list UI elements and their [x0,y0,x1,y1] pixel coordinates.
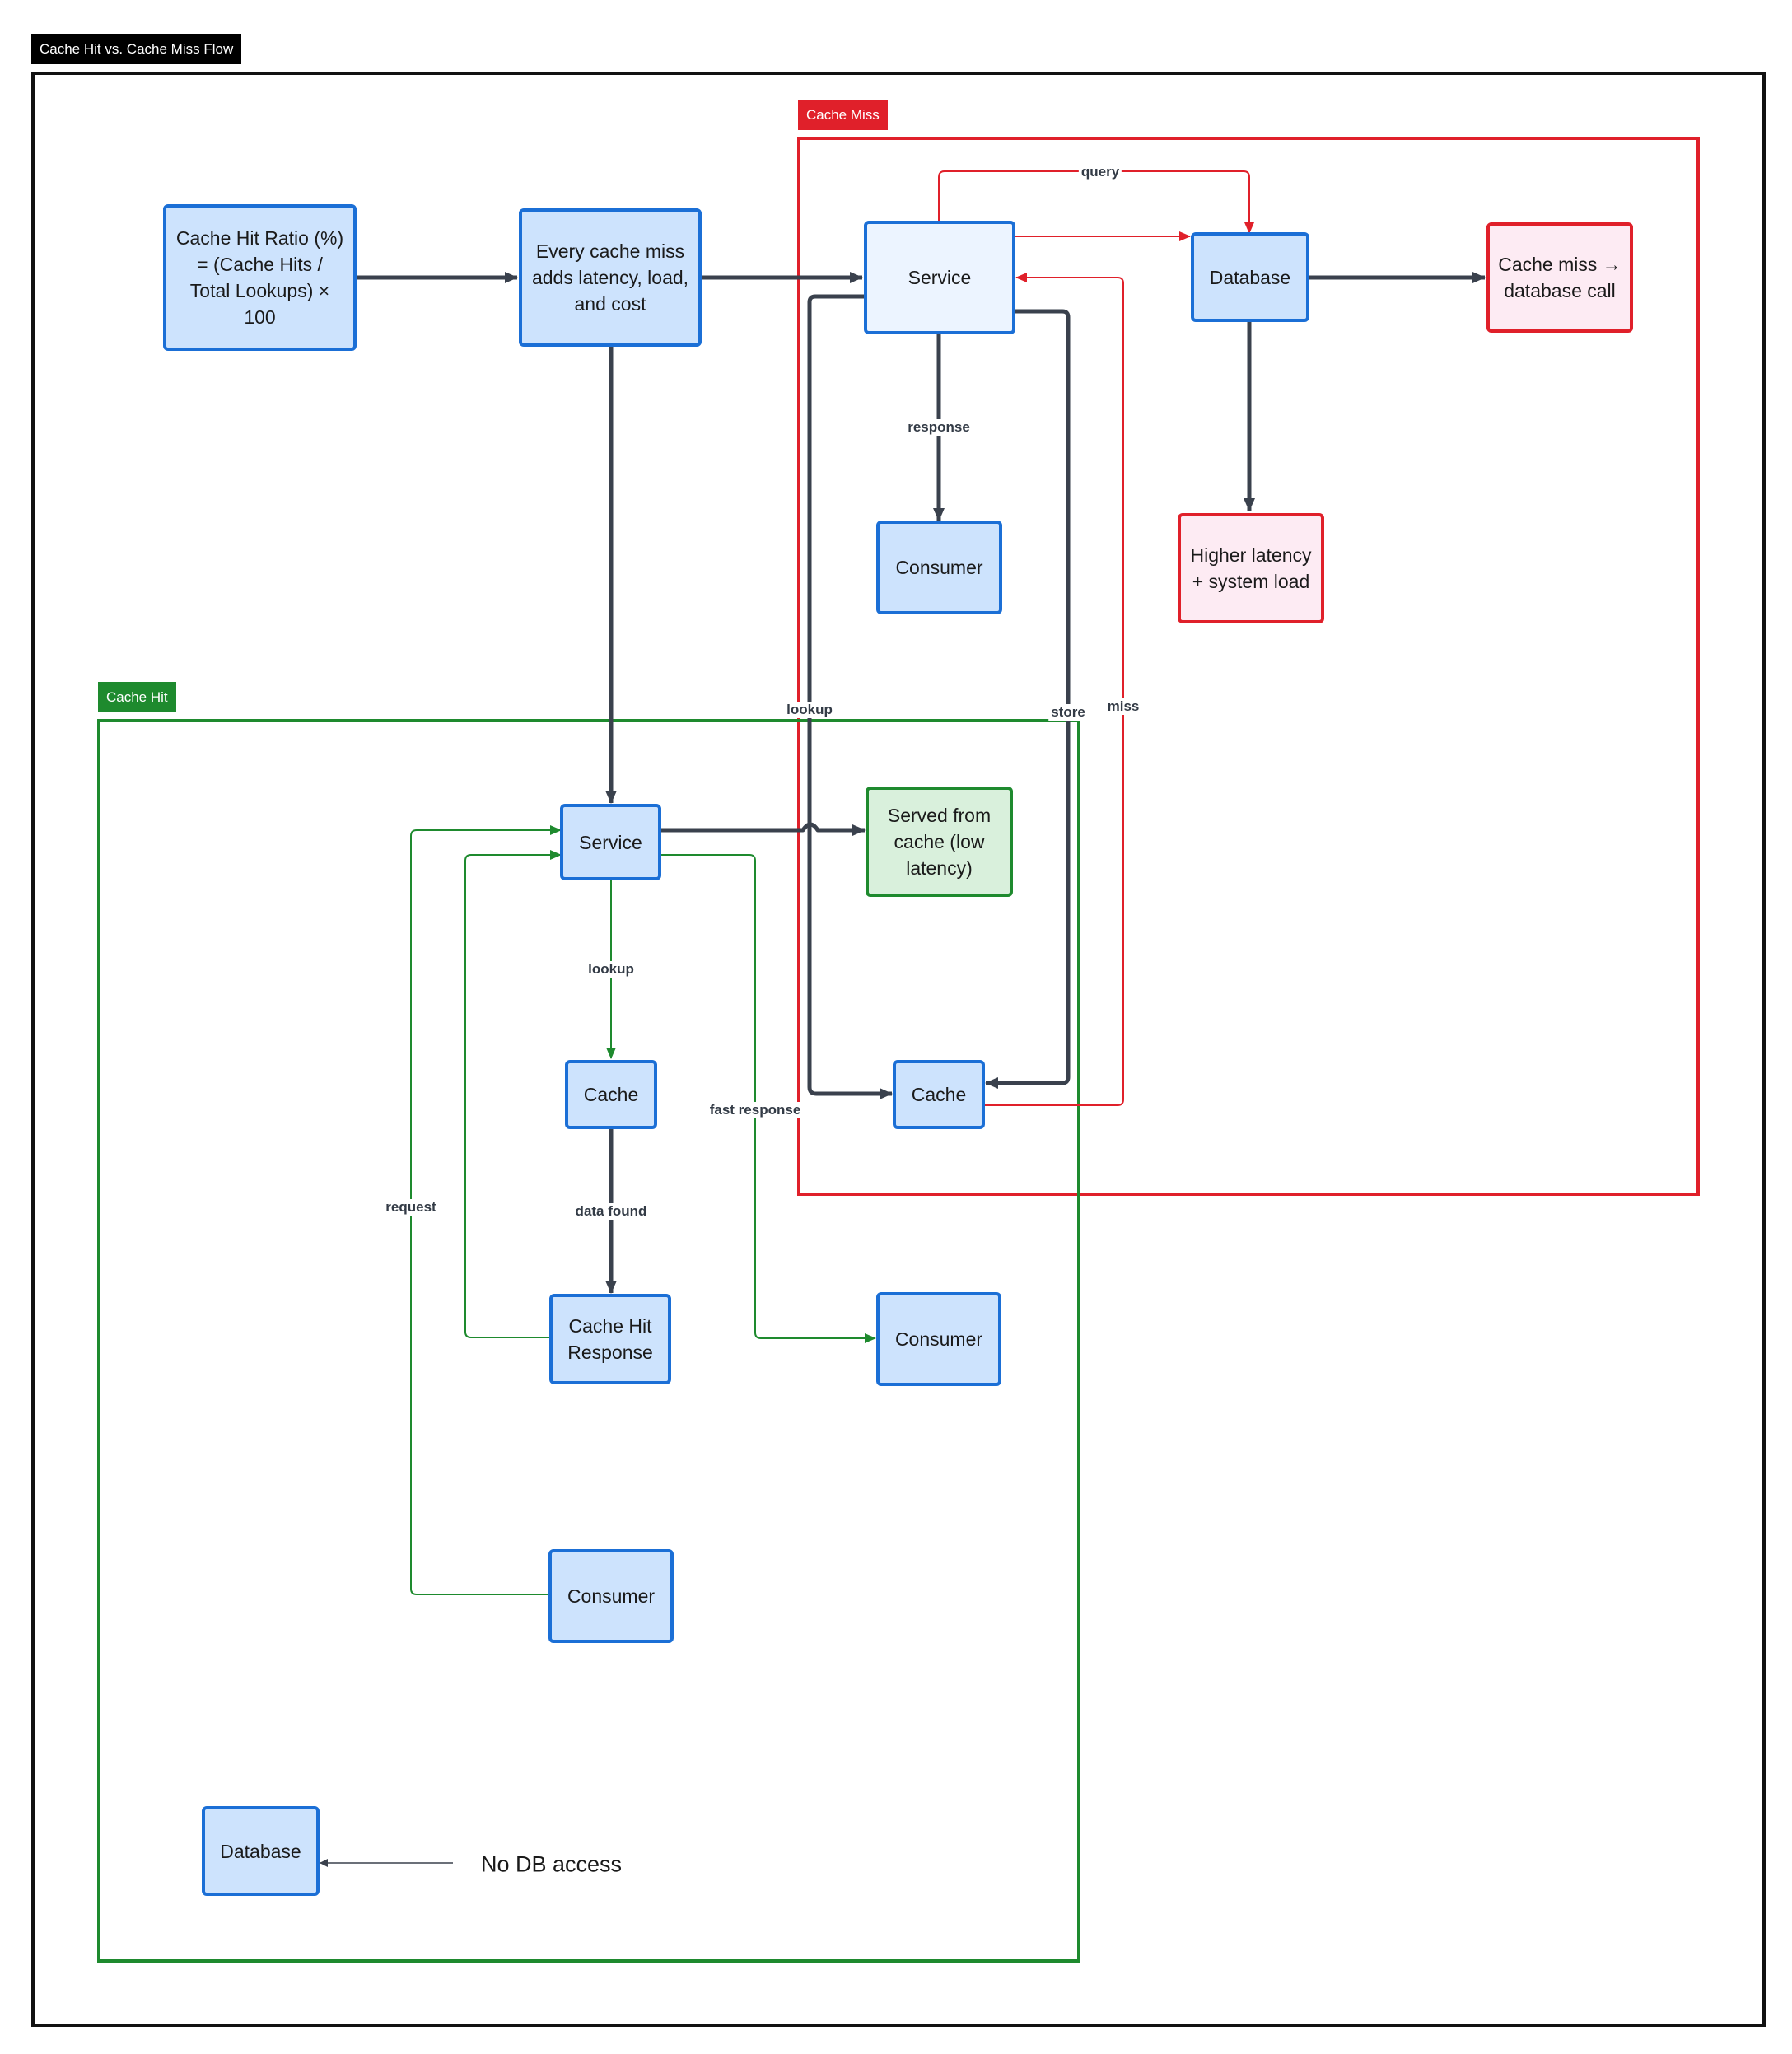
cache-hit-frame [97,719,1080,1963]
node-miss-consumer[interactable]: Consumer [876,521,1002,614]
edge-label-miss: miss [1104,698,1142,715]
node-miss-consumer-text: Consumer [895,557,983,578]
edge-label-lookup-hit: lookup [586,961,637,978]
edge-store [985,309,1071,1089]
node-hit-consumer-bottom[interactable]: Consumer [548,1549,674,1643]
cache-miss-frame [797,137,1700,1196]
node-hit-service-text: Service [579,831,642,853]
node-miss-cache[interactable]: Cache [893,1060,985,1129]
no-db-access-note: No DB access [481,1851,623,1877]
node-served-from-cache[interactable]: Served from cache (low latency) [866,787,1013,897]
edge-label-data-found: data found [572,1203,650,1220]
node-cache-hit-response-text: Cache Hit Response [567,1315,653,1363]
node-every-cache-miss-text: Every cache miss adds latency, load, and… [531,240,689,315]
node-every-cache-miss[interactable]: Every cache miss adds latency, load, and… [519,208,702,347]
diagram-title: Cache Hit vs. Cache Miss Flow [31,34,242,64]
outer-frame [31,72,1766,2027]
edge-label-fast-response: fast response [707,1102,804,1118]
edge-fast-response [661,854,876,1343]
edge-label-request: request [383,1199,439,1216]
node-cache-hit-response[interactable]: Cache Hit Response [549,1294,671,1384]
node-miss-database[interactable]: Database [1191,232,1309,322]
edge-miss [985,273,1124,1106]
node-hit-database[interactable]: Database [202,1806,320,1896]
node-miss-cache-text: Cache [911,1084,967,1105]
edge-lookup-miss [807,294,893,1099]
node-cache-hit-ratio[interactable]: Cache Hit Ratio (%) = (Cache Hits / Tota… [163,204,357,351]
edge-label-response: response [905,419,973,436]
node-cache-miss-db-call[interactable]: Cache miss → database call [1486,222,1633,333]
node-hit-consumer-right-text: Consumer [894,1328,983,1350]
node-hit-database-text: Database [220,1840,301,1862]
node-hit-cache[interactable]: Cache [565,1060,657,1129]
node-hit-cache-text: Cache [583,1084,639,1105]
node-cache-miss-db-call-text: Cache miss → database call [1498,254,1622,301]
node-miss-database-text: Database [1209,266,1291,288]
node-served-from-cache-text: Served from cache (low latency) [887,805,992,879]
edge-label-query: query [1078,164,1122,180]
node-hit-consumer-right[interactable]: Consumer [876,1292,1001,1386]
node-hit-consumer-bottom-text: Consumer [567,1585,656,1607]
edge-label-store: store [1048,704,1088,721]
node-cache-hit-ratio-text: Cache Hit Ratio (%) = (Cache Hits / Tota… [175,227,344,328]
cache-miss-group-label: Cache Miss [798,100,888,130]
edge-hit-response-to-service [464,850,562,1338]
node-higher-latency[interactable]: Higher latency + system load [1178,513,1324,623]
cache-hit-group-label: Cache Hit [98,682,176,712]
node-higher-latency-text: Higher latency + system load [1190,544,1312,592]
node-miss-service[interactable]: Service [864,221,1015,334]
node-miss-service-text: Service [908,267,972,288]
edge-hit-service-to-served [661,822,866,836]
edge-label-lookup-miss: lookup [784,702,835,718]
node-hit-service[interactable]: Service [560,804,661,880]
